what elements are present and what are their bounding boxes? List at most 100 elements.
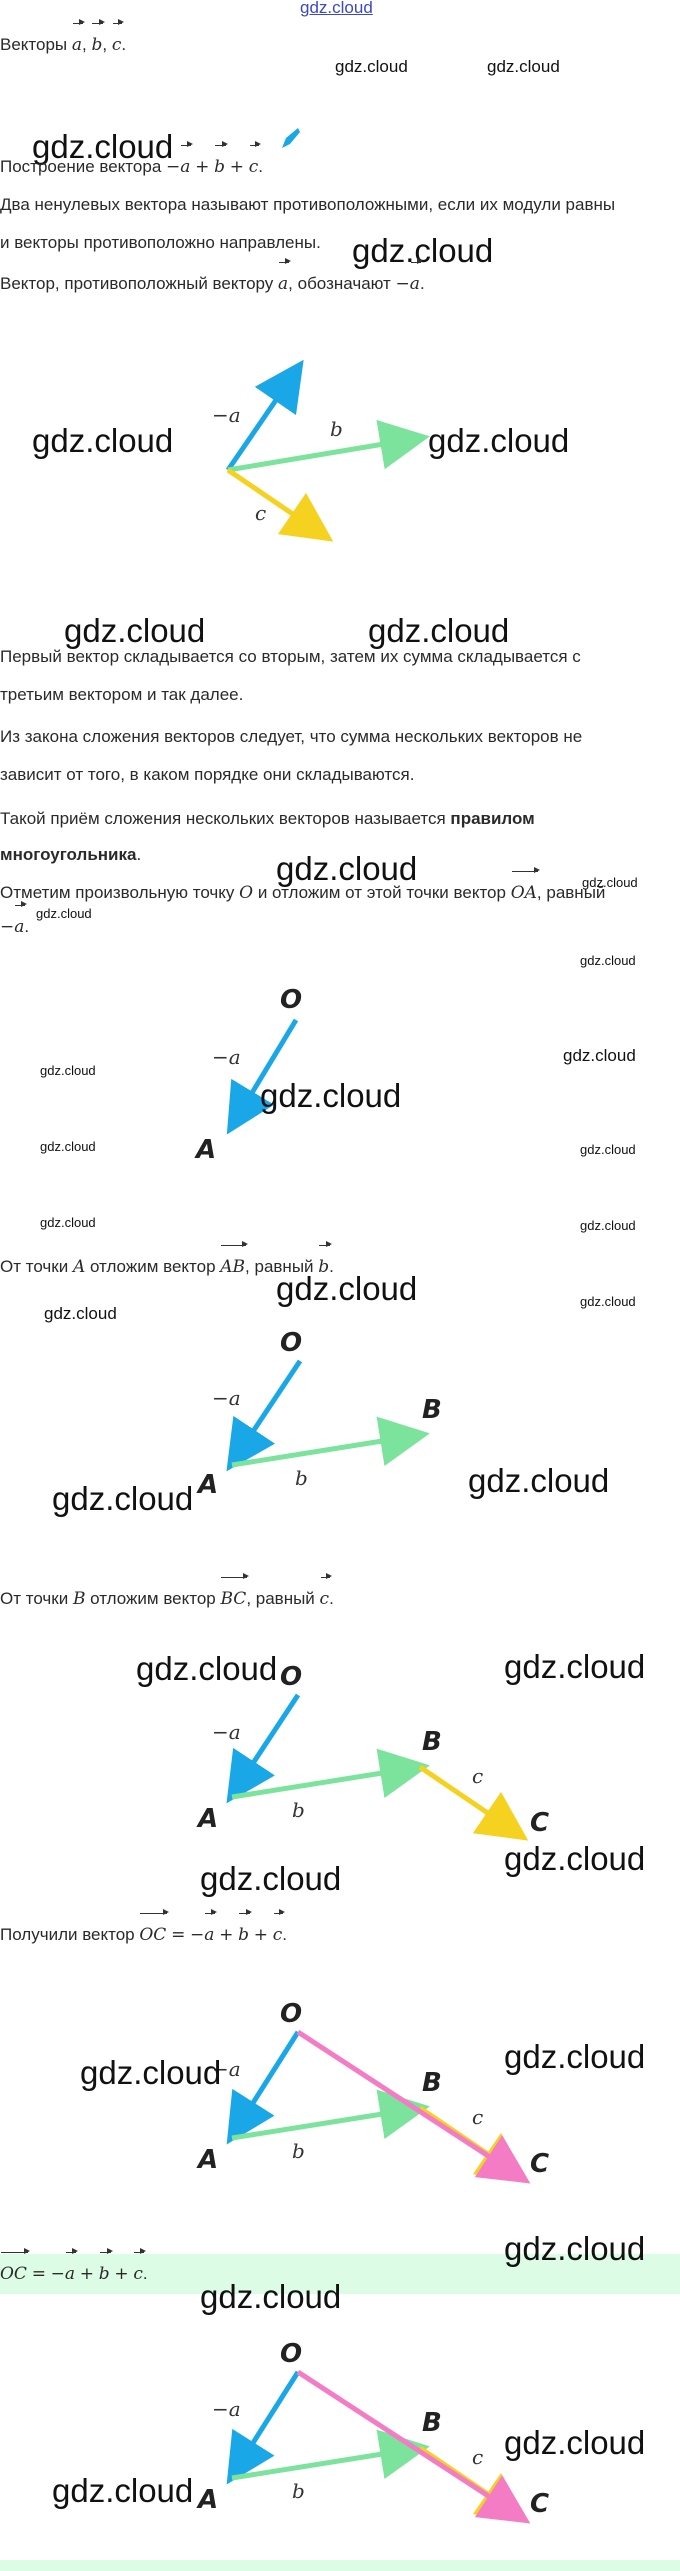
vec-OC: OC [0,2248,30,2293]
watermark: gdz.cloud [504,1840,646,1877]
equals-sign: = [171,1925,186,1945]
label-C: C [530,2149,549,2179]
diagram-sum-repeat: O A B C −a b c [196,2339,549,2524]
label-b: b [292,2479,305,2503]
step-bc-text-3: , равный [246,1589,315,1608]
plus-sign: + [195,157,210,177]
label-minus-a: −a [212,2057,241,2081]
label-minus-a: −a [212,403,241,427]
vector-b [231,1416,430,1468]
vector-minus-a [226,2030,301,2145]
label-c: c [472,2105,483,2129]
vector-minus-a [226,2370,301,2485]
label-B: B [422,2408,442,2438]
label-c: c [472,1764,483,1788]
watermark: gdz.cloud [580,1218,636,1233]
watermark: gdz.cloud [563,1046,636,1065]
vec-OA: OA [511,867,541,912]
label-C: C [530,2489,549,2519]
plus-sign: + [79,2264,95,2284]
rule-line-2: третьим вектором и так далее. [0,685,244,704]
vec-a: a [14,901,28,946]
step-o-line: Отметим произвольную точку O и отложим о… [0,867,605,912]
label-B: B [422,2068,442,2098]
watermark: gdz.cloud [504,2038,646,2075]
top-watermark-link[interactable]: gdz.cloud [300,0,373,17]
vec-a: a [204,1909,218,1954]
diagram-oab: O A B −a b [196,1328,442,1500]
minus-sign: − [0,917,15,937]
label-A: A [196,1470,218,1500]
rule-line-1: Первый вектор складывается со вторым, за… [0,647,581,666]
vec-c: c [273,1909,285,1954]
vec-a: a [278,258,292,303]
vector-minus-a [225,359,304,472]
opposite-notation-text: Вектор, противоположный вектору [0,274,274,293]
label-B: B [422,1395,442,1425]
step-ab-text-1: От точки [0,1257,69,1276]
diagram-oabc: O A B C −a b c [196,1662,549,1841]
pencil-icon [282,128,300,148]
watermark: gdz.cloud [335,57,408,76]
step-o-text-1: Отметим произвольную точку [0,883,235,902]
watermark: gdz.cloud [44,1304,117,1323]
vec-b: b [238,1909,252,1954]
got-text: Получили вектор [0,1925,135,1944]
vec-b: b [91,19,106,64]
vec-AB: AB [220,1241,248,1286]
vector-minus-a [226,1018,299,1135]
label-A: A [194,1135,216,1165]
watermark: gdz.cloud [52,1480,194,1517]
vector-c [226,467,334,542]
construction-line: Построение вектора −a + b + c. [0,141,263,186]
vec-b: b [99,2248,113,2293]
watermark: gdz.cloud [276,850,418,887]
plus-sign: + [229,157,244,177]
plus-sign: + [114,2264,129,2284]
label-A: A [196,2145,218,2175]
watermark: gdz.cloud [504,2230,646,2267]
vectors-intro-text: Векторы [0,35,68,54]
watermark: gdz.cloud [580,1142,636,1157]
step-ab-text-2: отложим вектор [89,1257,216,1276]
watermark: gdz.cloud [580,1294,636,1309]
vec-c: c [320,1573,332,1618]
polygon-bold-1: правилом [450,809,535,828]
construction-text: Построение вектора [0,157,162,176]
vec-c: c [112,19,124,64]
label-O: O [280,1662,302,1692]
vec-c: c [249,141,261,186]
step-bc-text-1: От точки [0,1589,69,1608]
vec-b: b [318,1241,333,1286]
opposite-def-line-1: Два ненулевых вектора называют противопо… [0,195,616,214]
vector-sum [296,2029,531,2184]
step-o-line-2: −a. [0,901,29,946]
result-formula: OC = −a + b + c. [0,2248,148,2293]
plus-sign: + [253,1925,269,1945]
watermark: gdz.cloud [32,128,174,165]
label-O: O [280,985,302,1015]
label-A: A [196,2485,218,2515]
label-B: B [422,1727,442,1757]
watermark: gdz.cloud [200,1860,342,1897]
watermark: gdz.cloud [487,57,560,76]
vector-b [231,1748,430,1800]
opposite-notation-text-2: , обозначают [288,274,391,293]
label-minus-a: −a [212,1045,241,1069]
watermark: gdz.cloud [40,1215,96,1230]
step-bc-line: От точки B отложим вектор BC, равный c. [0,1573,334,1618]
vec-b: b [214,141,228,186]
watermark: gdz.cloud [136,1650,278,1687]
watermark: gdz.cloud [40,1063,96,1078]
label-b: b [292,2139,305,2163]
minus-sign: − [166,157,181,177]
label-minus-a: −a [212,1386,241,1410]
vectors-intro-line: Векторы a, b, c. [0,19,126,64]
law-line-1: Из закона сложения векторов следует, что… [0,727,583,746]
watermark: gdz.cloud [428,422,570,459]
diagram-three-vectors: −a b c [212,359,430,542]
plus-sign: + [219,1925,234,1945]
minus-sign: − [190,1925,205,1945]
vec-BC: BC [220,1573,250,1618]
watermark: gdz.cloud [582,875,638,890]
